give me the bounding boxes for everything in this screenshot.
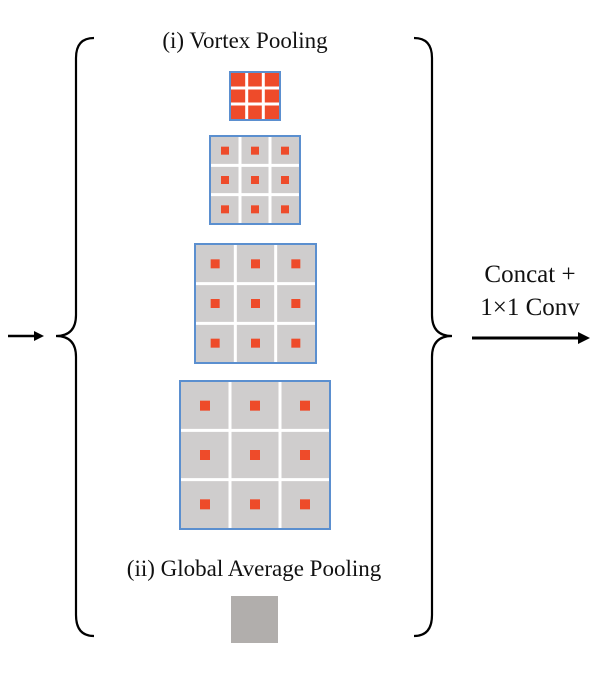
global-average-pooling-title: (ii) Global Average Pooling xyxy=(126,556,382,581)
cell-center-dot xyxy=(250,450,260,460)
right-brace xyxy=(413,36,453,638)
pool-level-4 xyxy=(179,380,331,530)
cell-center-dot xyxy=(300,450,310,460)
cell-center-dot xyxy=(210,338,220,348)
cell-center-dot xyxy=(221,205,229,214)
cell-center-dot xyxy=(291,338,301,348)
cell-center-dot xyxy=(250,499,260,510)
cell-center-dot xyxy=(251,259,260,269)
cell-center-dot xyxy=(300,499,310,510)
pool-level-2 xyxy=(209,135,301,225)
cell-center-dot xyxy=(300,400,310,411)
global-average-pool-box xyxy=(231,596,278,643)
pool-level-1 xyxy=(229,71,281,121)
cell-center-dot xyxy=(281,176,289,184)
concat-line-1: Concat + xyxy=(484,261,576,288)
left-brace xyxy=(55,36,95,638)
concat-line-2: 1×1 Conv xyxy=(480,294,580,321)
output-arrow xyxy=(472,332,590,344)
cell-center-dot xyxy=(291,299,301,308)
cell-center-dot xyxy=(281,205,289,214)
cell-center-dot xyxy=(251,146,259,155)
cell-center-dot xyxy=(250,400,260,411)
cell-center-dot xyxy=(200,450,210,460)
cell-center-dot xyxy=(251,176,259,184)
concat-conv-label: Concat + 1×1 Conv xyxy=(460,258,599,324)
cell-center-dot xyxy=(221,146,229,155)
cell-center-dot xyxy=(210,299,220,308)
cell-center-dot xyxy=(210,259,220,269)
cell-center-dot xyxy=(200,400,210,411)
cell-center-dot xyxy=(200,499,210,510)
pool-level-3 xyxy=(194,243,317,364)
vortex-pooling-title: (i) Vortex Pooling xyxy=(162,28,328,53)
cell-center-dot xyxy=(221,176,229,184)
cell-center-dot xyxy=(281,146,289,155)
cell-center-dot xyxy=(251,205,259,214)
cell-center-dot xyxy=(291,259,301,269)
cell-center-dot xyxy=(251,338,260,348)
input-arrow xyxy=(8,331,44,341)
cell-center-dot xyxy=(251,299,260,308)
